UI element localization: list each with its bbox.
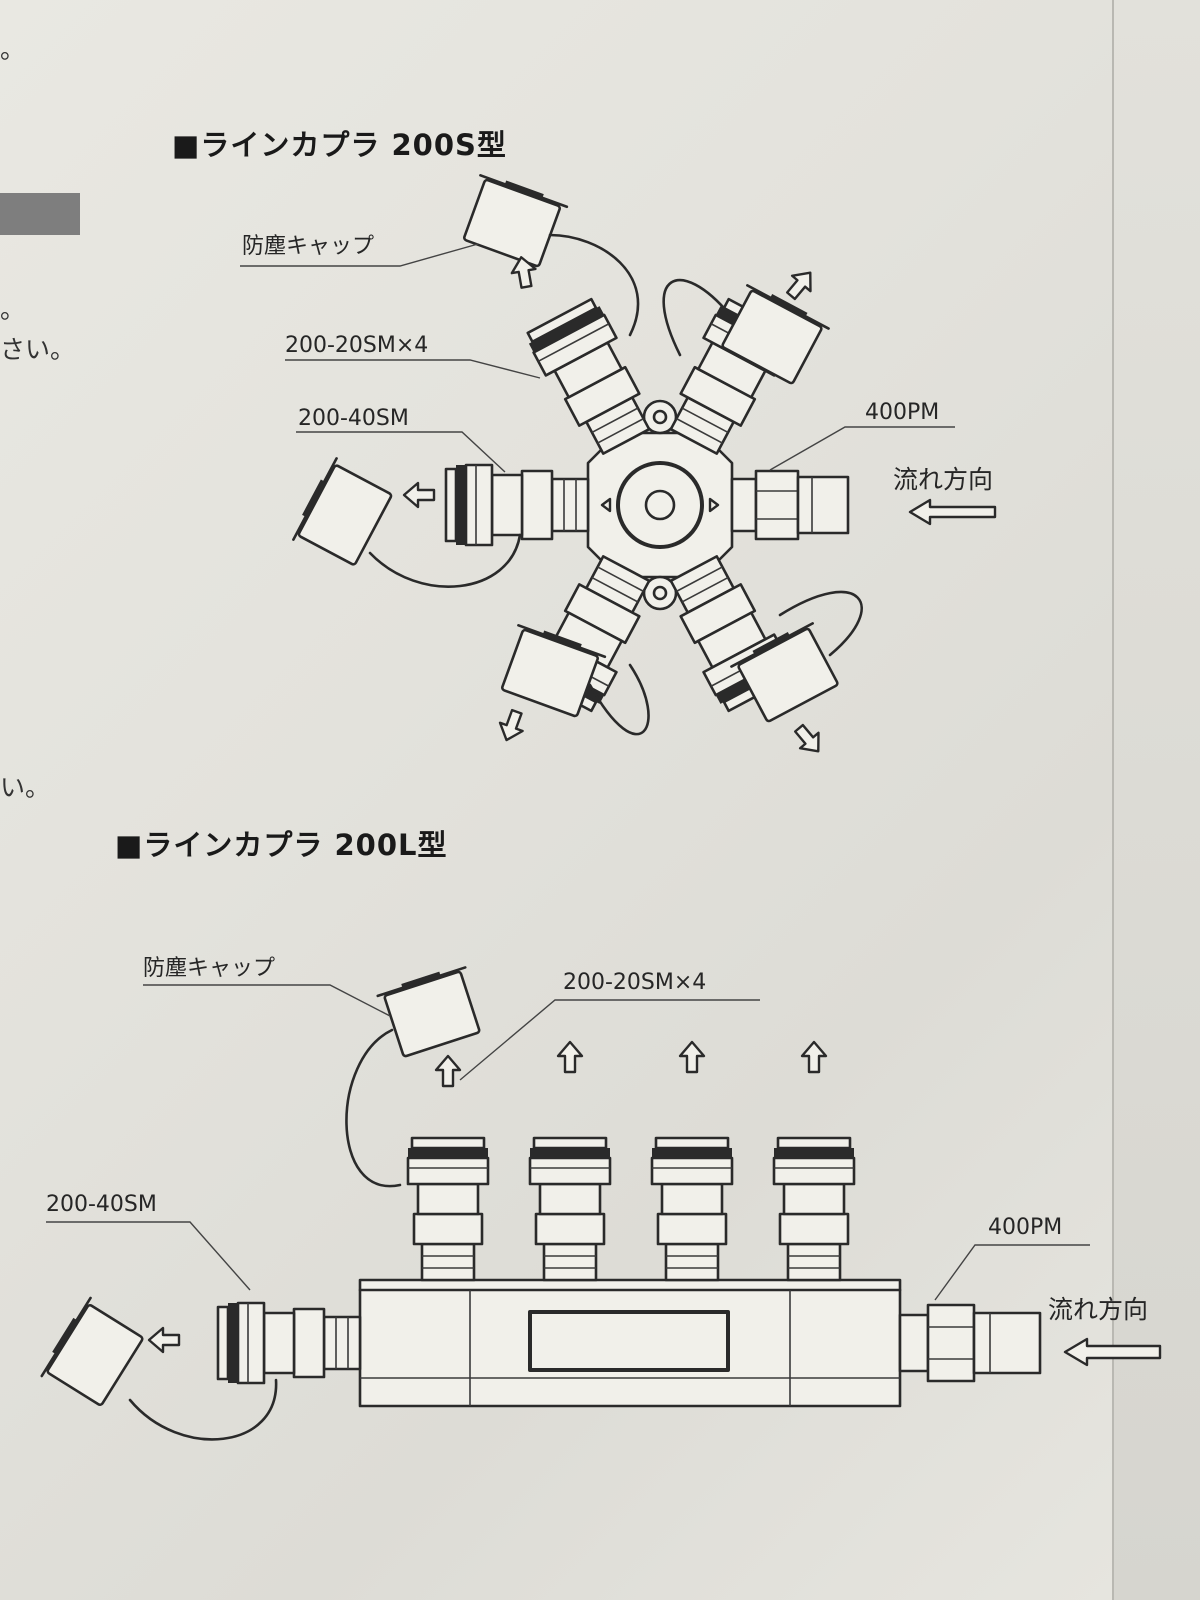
label-socket40-200s: 200-40SM [298, 406, 409, 431]
label-socket20-200l: 200-20SM×4 [563, 970, 707, 995]
adjacent-page-edge [1114, 0, 1200, 1600]
label-dust-cap-200s: 防塵キャップ [242, 234, 375, 259]
diagram-200s [288, 170, 863, 761]
gray-tab-marker [0, 193, 80, 235]
left-fragment: 。 [0, 295, 26, 324]
label-plug-200l: 400PM [988, 1215, 1063, 1240]
label-flow-200s: 流れ方向 [893, 465, 994, 494]
heading-200s: ■ラインカプラ 200S型 [172, 128, 507, 162]
label-plug-200s: 400PM [865, 400, 940, 425]
diagram-200l [37, 962, 1042, 1441]
flow-arrow-200l [1063, 1337, 1162, 1367]
left-fragment: さい。 [0, 335, 76, 364]
heading-200l: ■ラインカプラ 200L型 [115, 828, 448, 862]
left-fragment: い。 [0, 773, 51, 802]
label-flow-200l: 流れ方向 [1048, 1295, 1149, 1324]
flow-arrow-200s [908, 498, 997, 526]
label-socket20-200s: 200-20SM×4 [285, 333, 429, 358]
top-fragment: 。 [0, 35, 26, 64]
label-socket40-200l: 200-40SM [46, 1192, 157, 1217]
label-dust-cap-200l: 防塵キャップ [143, 956, 276, 981]
